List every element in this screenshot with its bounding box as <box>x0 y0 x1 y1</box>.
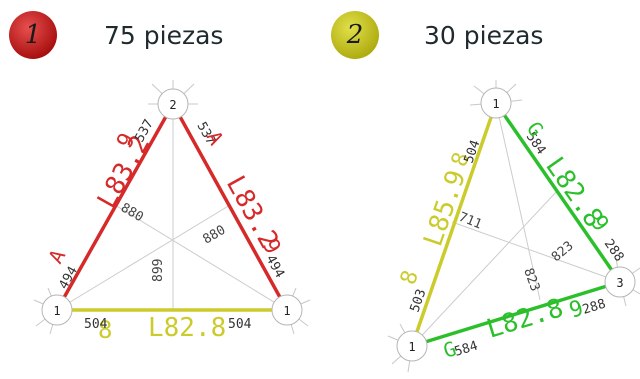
node-label: 1 <box>283 304 290 318</box>
side-left <box>55 103 175 311</box>
badge-circle-icon <box>331 11 379 59</box>
side-bottom-number: 494 <box>56 264 81 292</box>
svg-text:A: A <box>43 245 70 267</box>
side-top-number: 504 <box>462 138 484 165</box>
piece-count: 30 piezas <box>424 20 544 50</box>
side-end-mark: A <box>43 245 70 267</box>
node-right: 3 <box>604 266 636 298</box>
node-label: 1 <box>492 97 499 111</box>
inner-diagonal-number: 711 <box>457 210 484 233</box>
node-label: 1 <box>408 340 415 354</box>
side-bottom <box>411 280 621 348</box>
side-right <box>171 103 289 311</box>
side-top-number: 584 <box>453 339 480 360</box>
badge-number: 2 <box>346 20 364 50</box>
side-bottom-number: 503 <box>408 287 430 314</box>
inner-spokes <box>56 104 288 311</box>
node-label: 3 <box>616 276 623 290</box>
inner-diagonal-number: 823 <box>549 238 577 265</box>
node-label: 1 <box>53 304 60 318</box>
badge-circle-icon <box>9 11 57 59</box>
node-left: 1 <box>396 330 428 362</box>
node-label: 2 <box>169 98 176 112</box>
group-badge-1: 1 <box>8 10 58 60</box>
inner-height-number: 899 <box>151 259 166 282</box>
side-right <box>494 102 622 283</box>
badge-number: 1 <box>24 20 42 50</box>
piece-group-2: 2 30 piezas <box>330 10 543 60</box>
side-bottom-number: 504 <box>228 317 252 332</box>
triangle-panel-1: 2 1 1 L83.2 9 537 494 A L83.2 9 537 494 … <box>33 80 311 344</box>
node-top: 1 <box>480 87 512 119</box>
node-left: 1 <box>41 294 73 326</box>
triangle-panel-2: 1 1 3 L85.9 8 504 503 8 L82.8 9 584 288 … <box>387 80 640 373</box>
svg-text:8: 8 <box>396 267 424 288</box>
node-top: 2 <box>157 88 189 120</box>
side-bottom-number: 494 <box>263 253 288 281</box>
side-end-mark: 8 <box>396 267 424 288</box>
side-code-label: L85.9 <box>418 166 472 250</box>
inner-height-number: 823 <box>520 266 542 293</box>
node-right: 1 <box>271 294 303 326</box>
inner-diagonal-number: 880 <box>201 223 229 248</box>
side-code-label: L82.8 <box>483 293 567 345</box>
side-code-label: L82.8 <box>148 313 226 343</box>
group-badge-2: 2 <box>330 10 380 60</box>
side-left <box>410 102 498 347</box>
side-top-number: 504 <box>84 317 108 332</box>
side-bottom-number: 288 <box>581 297 608 318</box>
piece-count: 75 piezas <box>104 20 224 50</box>
side-tag: 8 <box>98 316 112 344</box>
piece-group-1: 1 75 piezas <box>8 10 223 60</box>
inner-spokes <box>411 102 621 347</box>
